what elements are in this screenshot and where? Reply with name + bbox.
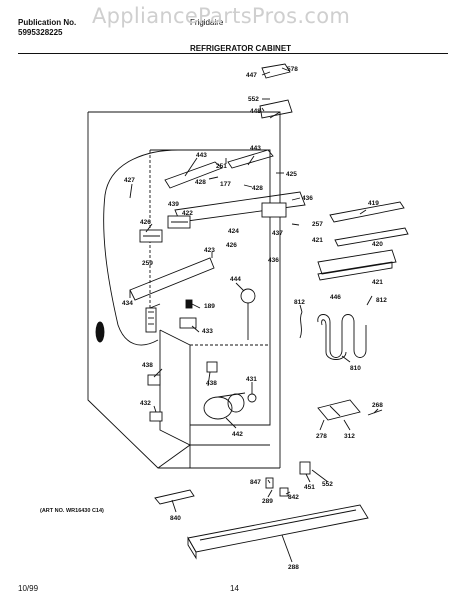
part-label-438: 438 [142,362,153,369]
section-title: REFRIGERATOR CABINET [190,44,292,53]
part-label-189: 189 [204,303,215,310]
diagram-linework [87,63,409,563]
part-label-431: 431 [246,376,257,383]
part-label-251: 251 [216,163,227,170]
part-label-177: 177 [220,181,231,188]
part-label-278: 278 [316,433,327,440]
part-label-552: 552 [322,481,333,488]
part-label-812: 812 [294,299,305,306]
part-label-423: 423 [204,247,215,254]
part-label-433: 433 [202,328,213,335]
part-label-443: 443 [250,145,261,152]
publication-number: 5995328225 [18,28,63,37]
part-label-840: 840 [170,515,181,522]
part-label-448: 448 [250,108,261,115]
part-label-288: 288 [288,564,299,571]
part-label-847: 847 [250,479,261,486]
part-label-842: 842 [288,494,299,501]
part-label-289: 289 [262,498,273,505]
part-label-427: 427 [124,177,135,184]
part-label-257: 257 [312,221,323,228]
part-label-439: 439 [168,201,179,208]
part-label-424: 424 [228,228,239,235]
art-number: (ART NO. WR16430 C14) [40,508,104,514]
part-label-437: 437 [272,230,283,237]
part-label-420: 420 [372,241,383,248]
part-label-443: 443 [196,152,207,159]
part-label-428: 428 [252,185,263,192]
footer-date: 10/99 [18,584,39,593]
part-label-426: 426 [140,219,151,226]
part-label-432: 432 [140,400,151,407]
header-rule [18,53,448,54]
part-label-428: 428 [195,179,206,186]
part-label-312: 312 [344,433,355,440]
part-label-426: 426 [226,242,237,249]
part-label-434: 434 [122,300,133,307]
part-label-812: 812 [376,297,387,304]
brand-name: Frigidaire [190,18,224,27]
part-label-810: 810 [350,365,361,372]
part-label-451: 451 [304,484,315,491]
part-label-436: 436 [268,257,279,264]
part-label-436: 436 [302,195,313,202]
part-label-447: 447 [246,72,257,79]
part-label-552: 552 [248,96,259,103]
part-label-442: 442 [232,431,243,438]
publication-label: Publication No. [18,18,77,27]
part-label-419: 419 [368,200,379,207]
footer-page-number: 14 [230,584,239,593]
watermark: AppliancePartsPros.com [92,4,351,28]
part-label-444: 444 [230,276,241,283]
part-label-422: 422 [182,210,193,217]
part-label-438: 438 [206,380,217,387]
part-label-446: 446 [330,294,341,301]
part-label-421: 421 [372,279,383,286]
part-label-259: 259 [142,260,153,267]
part-label-268: 268 [372,402,383,409]
part-label-578: 578 [287,66,298,73]
part-label-421: 421 [312,237,323,244]
part-label-425: 425 [286,171,297,178]
